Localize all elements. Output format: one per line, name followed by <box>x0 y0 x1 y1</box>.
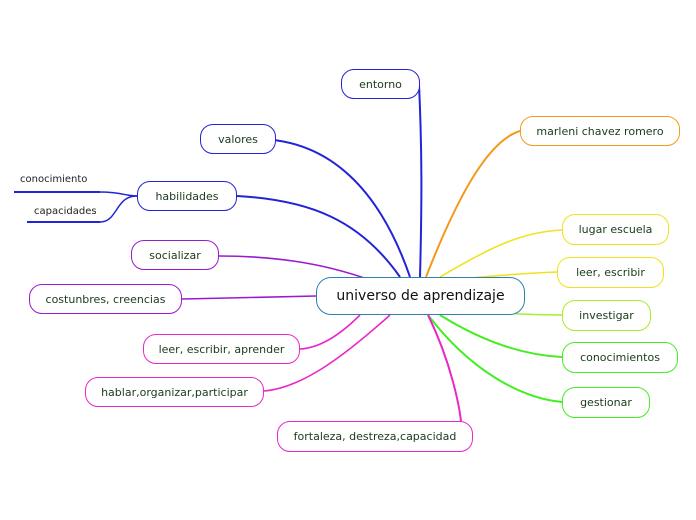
link-sub-conocimiento <box>99 191 138 197</box>
link-habilidades <box>236 195 401 278</box>
topic-lugar-escuela[interactable]: lugar escuela <box>562 214 669 245</box>
subtopic-capacidades[interactable]: capacidades <box>34 206 97 217</box>
topic-habilidades[interactable]: habilidades <box>137 181 237 211</box>
topic-valores[interactable]: valores <box>200 124 276 154</box>
subtopic-conocimiento[interactable]: conocimiento <box>20 174 88 185</box>
topic-entorno[interactable]: entorno <box>341 69 420 99</box>
link-socializar <box>218 255 371 281</box>
link-valores <box>257 138 411 278</box>
link-conocimientos <box>439 314 563 358</box>
link-entorno <box>418 83 423 278</box>
link-leer-escribir-aprender <box>299 314 361 350</box>
topic-hablar-organizar-participar[interactable]: hablar,organizar,participar <box>85 377 264 407</box>
link-hablar <box>263 314 391 392</box>
link-marleni <box>425 130 521 278</box>
topic-leer-escribir-aprender[interactable]: leer, escribir, aprender <box>143 334 300 364</box>
topic-socializar[interactable]: socializar <box>131 240 219 270</box>
topic-conocimientos[interactable]: conocimientos <box>562 342 678 373</box>
link-gestionar <box>427 314 563 403</box>
topic-gestionar[interactable]: gestionar <box>562 387 650 418</box>
topic-marleni-chavez-romero[interactable]: marleni chavez romero <box>520 116 680 146</box>
central-topic[interactable]: universo de aprendizaje <box>316 277 525 315</box>
link-lugar-escuela <box>439 229 563 278</box>
link-fortaleza <box>427 314 463 438</box>
topic-costumbres-creencias[interactable]: costunbres, creencias <box>29 284 182 314</box>
topic-investigar[interactable]: investigar <box>562 300 651 331</box>
link-sub-capacidades <box>99 195 138 223</box>
topic-fortaleza-destreza-capacidad[interactable]: fortaleza, destreza,capacidad <box>277 421 473 452</box>
link-costumbres <box>181 295 317 300</box>
topic-leer-escribir[interactable]: leer, escribir <box>557 257 664 288</box>
